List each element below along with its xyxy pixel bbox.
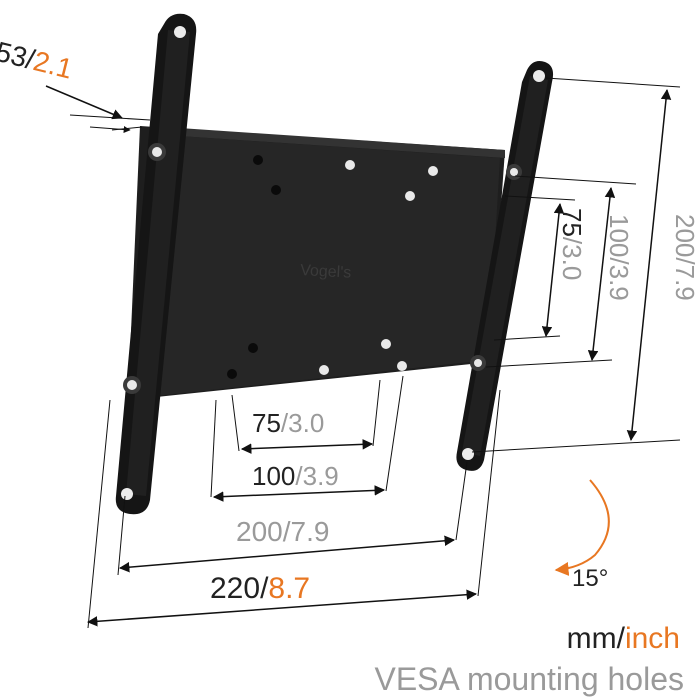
w220-label: 220/8.7: [210, 572, 310, 605]
v100-label: 100/3.9: [604, 214, 634, 301]
vesa-hole: [253, 155, 263, 165]
bracket-hole: [510, 168, 518, 176]
tilt-arrow-icon: [554, 479, 610, 576]
vesa-hole: [227, 369, 237, 379]
h200-label: 200/7.9: [236, 516, 329, 547]
bracket-hole: [533, 70, 545, 82]
h75-label: 75/3.0: [252, 408, 324, 438]
tilt-label: 15°: [572, 565, 608, 592]
vesa-caption: VESA mounting holes: [374, 661, 684, 697]
vesa-hole: [405, 191, 415, 201]
vesa-hole: [248, 343, 258, 353]
vertical-dimensions: [471, 77, 681, 453]
bracket-hole: [474, 359, 482, 367]
bracket-hole: [127, 380, 137, 390]
vesa-hole: [381, 339, 391, 349]
v200-label: 200/7.9: [670, 214, 700, 301]
depth-dimension: [45, 85, 151, 134]
horizontal-dimensions: [86, 375, 501, 629]
bracket-hole: [152, 147, 162, 157]
left-bracket: [115, 13, 197, 515]
v75-label: 75/3.0: [557, 208, 587, 280]
vesa-hole: [345, 160, 355, 170]
vesa-hole: [319, 365, 329, 375]
right-bracket: [456, 61, 554, 471]
bracket-hole: [174, 26, 186, 38]
vesa-hole: [428, 166, 438, 176]
svg-text:Vogel's: Vogel's: [300, 262, 352, 282]
depth-label: 53/2.1: [0, 36, 76, 85]
unit-legend: mm/inch: [567, 622, 680, 655]
bracket-hole: [462, 448, 474, 460]
h100-label: 100/3.9: [252, 461, 339, 491]
vesa-hole: [271, 185, 281, 195]
wall-plate: Vogel's: [128, 126, 505, 400]
vesa-hole: [397, 361, 407, 371]
bracket-hole: [121, 488, 133, 500]
